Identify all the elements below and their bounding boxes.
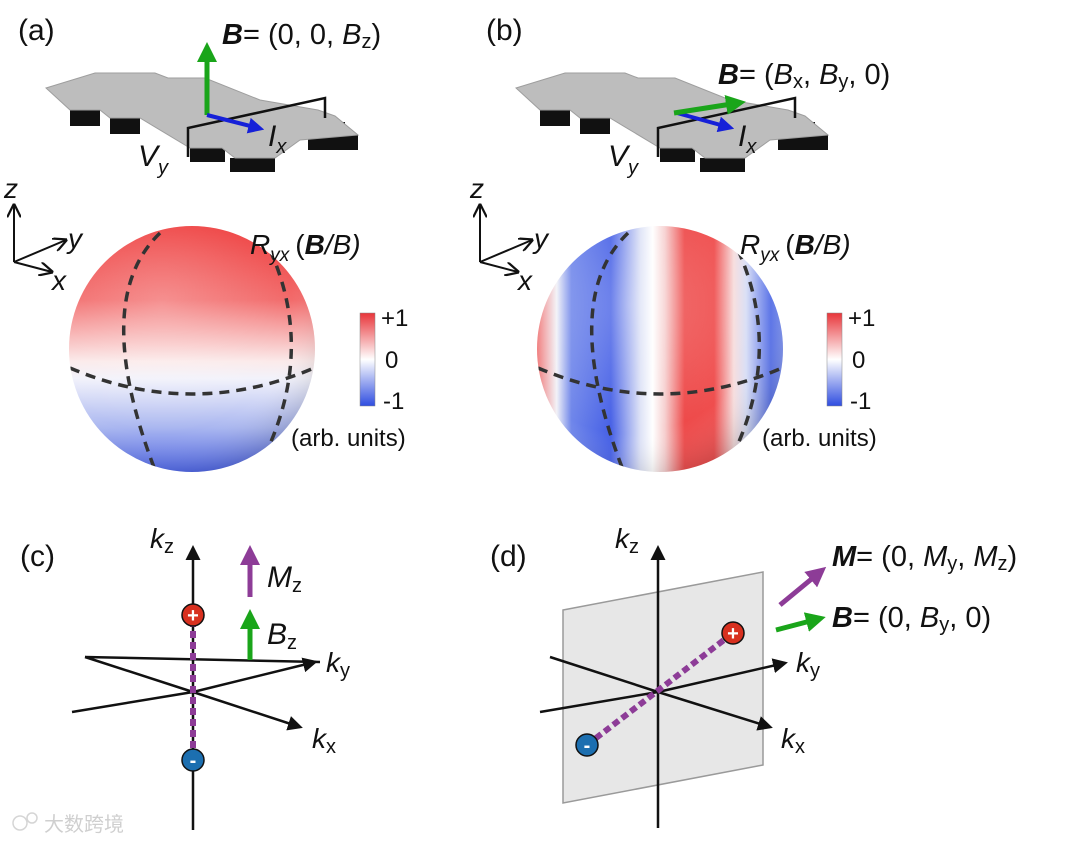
plus-symbol-c: + [187,605,199,627]
hall-bar-device-b [515,72,830,172]
sphere-a [69,226,315,472]
field-label-b: B= (Bx, By, 0) [718,59,890,93]
coordinate-axes-b: z y x [469,173,550,296]
ky-axis-c-tail [84,655,194,694]
ky-axis-c [84,655,321,664]
ix-label-b: Ix [738,120,757,158]
kx-label-d: kx [781,723,805,758]
colorbar-max-a: +1 [381,305,408,332]
sphere-b [537,226,783,472]
sphere-title-b: Ryx(B/B) [740,229,851,266]
ky-axis-c-arrow [192,657,318,694]
panel-a: (a) B= (0, 0, Bz) Vy Ix [3,14,408,472]
panel-d: (d) + - M= (0, My, Mz) B= (0, By, 0) kz … [490,523,1017,828]
minus-symbol-d: - [584,735,591,757]
kx-axis-d-tail [539,690,659,714]
colorbar-min-a: -1 [383,388,404,415]
colorbar-mid-a: 0 [385,347,398,374]
m-vector-label-d: M= (0, My, Mz) [832,541,1017,575]
weyl-node-minus-d: - [575,733,599,757]
current-arrow-b [676,111,735,133]
b-field-arrow-b [673,94,746,116]
vy-probe-a [186,96,327,157]
axis-z-label-a: z [3,173,18,204]
kx-axis-c-tail [71,690,194,714]
vy-label-a: Vy [138,140,169,179]
weyl-node-plus-c: + [181,603,205,627]
colorbar-min-b: -1 [850,388,871,415]
axis-y-label-b: y [532,223,550,254]
weyl-connection-d [585,630,735,748]
panel-b-label: (b) [486,14,523,47]
colorbar-units-b: (arb. units) [762,425,877,452]
ky-axis-d-tail [549,655,659,694]
panel-d-label: (d) [490,540,527,573]
current-arrow-a [206,113,265,134]
panel-c-label: (c) [20,540,55,573]
hall-bar-device-a [45,42,360,172]
kx-axis-c [192,690,303,731]
axis-z-label-b: z [469,173,484,204]
colorbar-a: +1 0 -1 (arb. units) [291,305,408,452]
coordinate-axes-a: z y x [3,173,84,296]
b-field-arrow-d [775,612,826,633]
panel-a-label: (a) [18,14,55,47]
axis-y-label-a: y [66,223,84,254]
ix-label-a: Ix [268,120,287,158]
kx-axis-d [657,690,773,731]
ky-label-d: ky [796,647,820,682]
magnetization-arrow-d [778,566,827,607]
watermark-text: 大数跨境 [44,812,124,836]
weyl-node-plus-d: + [721,621,745,645]
colorbar-b: +1 0 -1 (arb. units) [762,305,877,452]
panel-c: (c) + - Mz Bz kz ky kx [20,523,350,830]
colorbar-units-a: (arb. units) [291,425,406,452]
ky-axis-d [657,658,788,694]
sphere-title-a: Ryx(B/B) [250,229,361,266]
weyl-node-minus-c: - [181,748,205,772]
watermark: 大数跨境 [12,812,124,836]
panel-b: (b) B= (Bx, By, 0) Vy Ix z y x [469,14,890,472]
colorbar-mid-b: 0 [852,347,865,374]
kz-label-c: kz [150,523,174,558]
plus-symbol-d: + [727,623,739,645]
bz-label-c: Bz [267,618,297,654]
kz-label-d: kz [615,523,639,558]
mz-label-c: Mz [267,561,302,597]
ky-label-c: ky [326,647,350,682]
axis-x-label-b: x [516,265,533,296]
vy-label-b: Vy [608,140,639,179]
colorbar-max-b: +1 [848,305,875,332]
kx-label-c: kx [312,723,336,758]
axis-x-label-a: x [50,265,67,296]
minus-symbol-c: - [190,750,197,772]
mirror-plane-d [562,571,764,804]
field-label-a: B= (0, 0, Bz) [222,19,381,53]
b-vector-label-d: B= (0, By, 0) [832,602,991,636]
